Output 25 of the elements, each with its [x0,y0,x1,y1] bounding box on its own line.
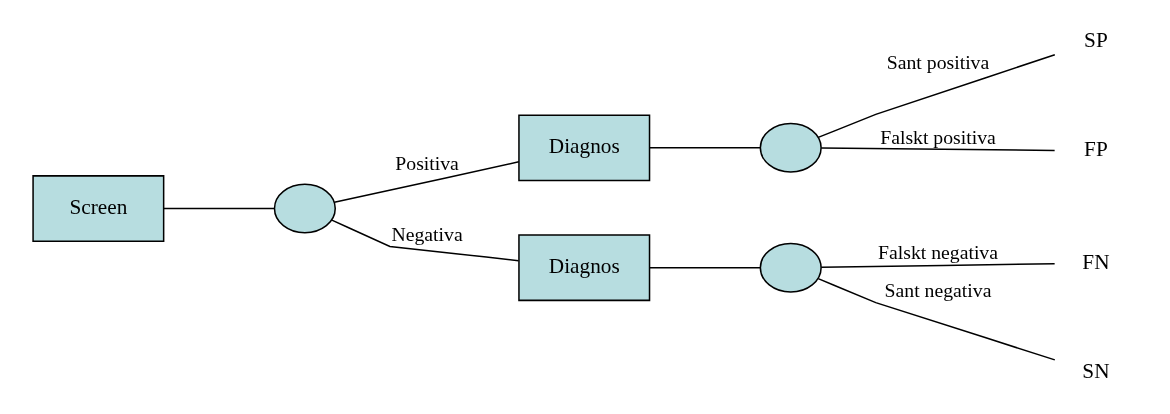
node-text: FP [1084,137,1108,162]
connector [817,277,1056,361]
connector [333,161,520,204]
node-box: Diagnos [518,114,651,182]
node-circle [759,242,822,293]
node-circle [273,183,336,234]
node-text: SP [1084,28,1108,53]
edge-label: Sant positiva [886,51,990,74]
edge-label: Positiva [395,151,459,174]
connector [817,53,1056,139]
connector [162,207,276,210]
connector [820,263,1056,269]
node-circle [759,122,822,173]
edge-label: Sant negativa [884,279,992,302]
edge-label: Falskt negativa [878,241,998,264]
node-text: SN [1082,359,1110,384]
edge-label: Negativa [391,223,463,246]
connector [648,147,761,149]
node-box: Diagnos [518,234,651,302]
edge-label: Falskt positiva [880,125,996,148]
node-box: Screen [32,175,165,242]
node-text: FN [1082,249,1110,274]
connector [648,266,761,269]
connector [331,219,520,262]
connector [820,147,1056,152]
